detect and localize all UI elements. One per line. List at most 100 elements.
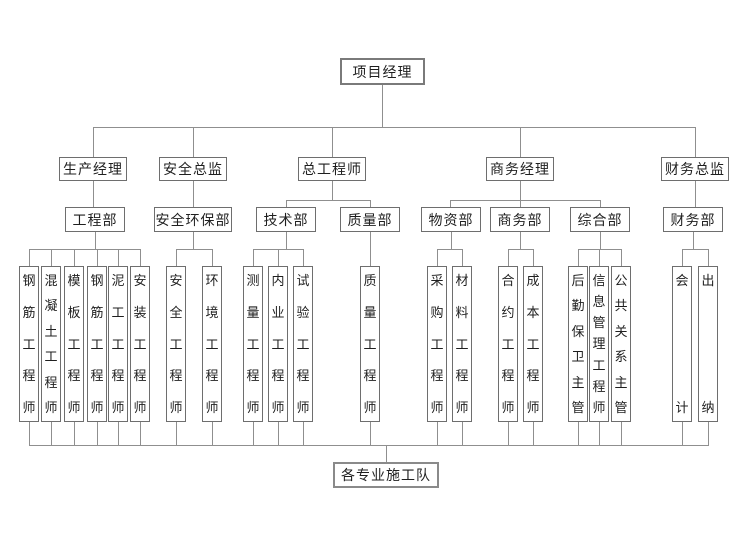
connector-line: [51, 249, 52, 266]
box-staff-environment-engineer: 环境工程师: [202, 266, 222, 422]
box-staff-office-engineer: 内业工程师: [268, 266, 288, 422]
connector-line: [370, 422, 371, 445]
connector-line: [370, 200, 371, 208]
connector-line: [212, 422, 213, 445]
box-staff-safety-engineer: 安全工程师: [166, 266, 186, 422]
connector-line: [303, 249, 304, 266]
connector-line: [74, 249, 75, 266]
connector-line: [508, 249, 509, 266]
connector-line: [176, 249, 177, 266]
connector-line: [332, 181, 333, 200]
box-staff-test-engineer: 试验工程师: [293, 266, 313, 422]
box-chief-engineer: 总工程师: [298, 157, 366, 181]
connector-line: [578, 249, 622, 250]
box-staff-survey-engineer: 测量工程师: [243, 266, 263, 422]
box-staff-cashier: 出纳: [698, 266, 718, 422]
connector-line: [437, 422, 438, 445]
box-construction-teams: 各专业施工队: [333, 462, 439, 488]
connector-line: [253, 422, 254, 445]
box-general-affairs-dept: 综合部: [570, 207, 630, 232]
connector-line: [93, 127, 94, 157]
box-engineering-dept: 工程部: [65, 207, 125, 232]
connector-line: [533, 249, 534, 266]
connector-line: [29, 422, 30, 445]
connector-line: [97, 422, 98, 445]
connector-line: [118, 422, 119, 445]
connector-line: [437, 249, 438, 266]
box-production-manager: 生产经理: [59, 157, 127, 181]
box-technology-dept: 技术部: [256, 207, 316, 232]
connector-line: [708, 249, 709, 266]
box-finance-dept: 财务部: [663, 207, 723, 232]
box-staff-cost-engineer: 成本工程师: [523, 266, 543, 422]
connector-line: [599, 249, 600, 266]
connector-line: [95, 232, 96, 249]
connector-line: [682, 249, 709, 250]
box-safety-director: 安全总监: [159, 157, 227, 181]
connector-line: [600, 200, 601, 208]
box-staff-logistics-security-supervisor: 后勤保卫主管: [568, 266, 588, 422]
box-finance-director: 财务总监: [661, 157, 729, 181]
connector-line: [332, 127, 333, 157]
connector-line: [386, 445, 387, 462]
connector-line: [462, 422, 463, 445]
connector-line: [462, 249, 463, 266]
box-staff-installation-engineer: 安装工程师: [130, 266, 150, 422]
connector-line: [451, 232, 452, 249]
connector-line: [29, 445, 709, 446]
connector-line: [212, 249, 213, 266]
connector-line: [286, 200, 371, 201]
connector-line: [278, 249, 279, 266]
box-staff-contract-engineer: 合约工程师: [498, 266, 518, 422]
box-staff-mason-engineer: 泥工工程师: [108, 266, 128, 422]
connector-line: [599, 422, 600, 445]
connector-line: [437, 249, 463, 250]
connector-line: [370, 232, 371, 266]
box-staff-concrete-engineer: 混凝土工程师: [41, 266, 61, 422]
connector-line: [93, 127, 696, 128]
connector-line: [29, 249, 30, 266]
connector-line: [278, 422, 279, 445]
box-staff-accountant: 会计: [672, 266, 692, 422]
box-staff-rebar-engineer-1: 钢筋工程师: [19, 266, 39, 422]
connector-line: [693, 232, 694, 249]
connector-line: [621, 249, 622, 266]
connector-line: [118, 249, 119, 266]
box-quality-dept: 质量部: [340, 207, 400, 232]
connector-line: [578, 422, 579, 445]
connector-line: [176, 249, 213, 250]
box-staff-quality-engineer: 质量工程师: [360, 266, 380, 422]
connector-line: [520, 232, 521, 249]
box-commercial-manager: 商务经理: [486, 157, 554, 181]
connector-line: [93, 181, 94, 207]
box-materials-dept: 物资部: [421, 207, 481, 232]
connector-line: [695, 127, 696, 157]
connector-line: [450, 200, 601, 201]
connector-line: [682, 422, 683, 445]
connector-line: [520, 127, 521, 157]
box-project-manager: 项目经理: [340, 58, 425, 85]
connector-line: [74, 422, 75, 445]
connector-line: [140, 249, 141, 266]
box-staff-procurement-engineer: 采购工程师: [427, 266, 447, 422]
connector-line: [600, 232, 601, 249]
connector-line: [450, 200, 451, 208]
connector-line: [382, 85, 383, 127]
connector-line: [682, 249, 683, 266]
box-safety-env-dept: 安全环保部: [154, 207, 232, 232]
connector-line: [253, 249, 304, 250]
connector-line: [621, 422, 622, 445]
connector-line: [253, 249, 254, 266]
box-commerce-dept: 商务部: [490, 207, 550, 232]
connector-line: [578, 249, 579, 266]
connector-line: [286, 200, 287, 208]
connector-line: [51, 422, 52, 445]
connector-line: [508, 422, 509, 445]
connector-line: [193, 127, 194, 157]
box-staff-formwork-engineer: 模板工程师: [64, 266, 84, 422]
box-staff-rebar-engineer-2: 钢筋工程师: [87, 266, 107, 422]
connector-line: [176, 422, 177, 445]
connector-line: [708, 422, 709, 445]
connector-line: [97, 249, 98, 266]
